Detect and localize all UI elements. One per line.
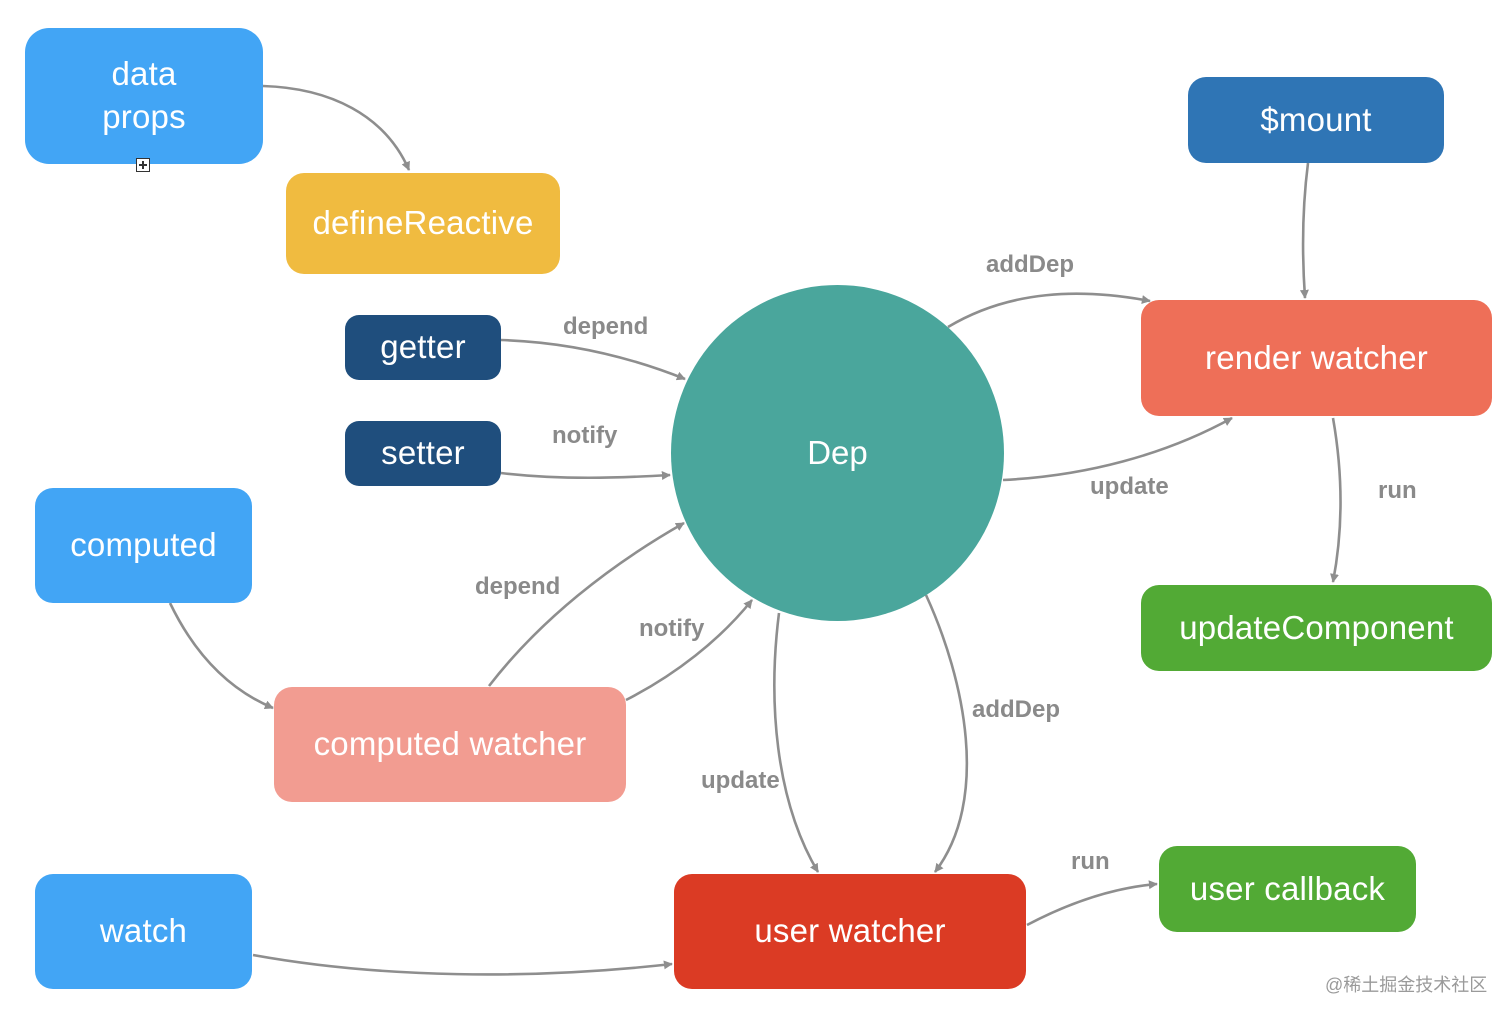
edge-render-watcher-to-updatecomponent (1330, 417, 1342, 583)
edge-label-computed-depend: depend (475, 573, 561, 600)
edge-label-dep-update-render: update (1090, 473, 1169, 500)
edge-mount-to-render-watcher (1299, 162, 1310, 299)
user-watcher-label: user watcher (754, 912, 946, 950)
define-reactive-label: defineReactive (312, 204, 534, 242)
user-watcher-node[interactable]: user watcher (674, 874, 1026, 989)
computed-label: computed (70, 526, 217, 564)
watch-node[interactable]: watch (35, 874, 252, 989)
edge-data-to-definereactive (262, 84, 411, 171)
computed-node[interactable]: computed (35, 488, 252, 603)
edge-user-watcher-to-user-callback (1026, 880, 1158, 927)
edge-dep-update-render-watcher (1002, 416, 1233, 482)
dep-label: Dep (807, 434, 868, 471)
edge-dep-to-render-watcher (947, 292, 1151, 329)
edge-label-setter-notify: notify (552, 422, 618, 449)
edge-label-user-adddep: addDep (972, 696, 1061, 723)
edge-label-dep-adddep-render: addDep (986, 251, 1075, 278)
edge-setter-to-dep (500, 470, 671, 480)
setter-label: setter (381, 434, 465, 472)
edge-getter-to-dep (500, 338, 686, 381)
edge-dep-update-user-watcher (773, 612, 820, 873)
user-callback-label: user callback (1189, 869, 1386, 907)
data-props-label: data props (102, 55, 186, 135)
edge-user-watcher-adddep-dep (924, 594, 969, 873)
watermark: @稀土掘金技术社区 (1325, 975, 1488, 995)
update-component-label: updateComponent (1179, 608, 1454, 646)
render-watcher-label: render watcher (1205, 338, 1428, 376)
mount-node[interactable]: $mount (1188, 77, 1444, 163)
getter-node[interactable]: getter (345, 315, 501, 380)
mount-label: $mount (1260, 100, 1372, 138)
edge-label-getter-depend: depend (563, 313, 649, 340)
edge-label-user-run: run (1071, 848, 1110, 875)
edge-computed-watcher-notify-dep (625, 599, 754, 702)
edge-label-render-run: run (1378, 477, 1417, 504)
data-props-node[interactable]: data props (25, 28, 263, 164)
update-component-node[interactable]: updateComponent (1141, 585, 1492, 671)
user-callback-node[interactable]: user callback (1159, 846, 1416, 932)
define-reactive-node[interactable]: defineReactive (286, 173, 560, 274)
edge-computed-to-computed-watcher (168, 602, 274, 710)
plus-square-icon[interactable] (136, 158, 150, 172)
computed-watcher-node[interactable]: computed watcher (274, 687, 626, 802)
watch-label: watch (99, 912, 188, 950)
edge-label-dep-update-user: update (701, 767, 780, 794)
render-watcher-node[interactable]: render watcher (1141, 300, 1492, 416)
edge-watch-to-user-watcher (252, 953, 673, 976)
edge-computed-watcher-depend-dep (487, 521, 685, 687)
setter-node[interactable]: setter (345, 421, 501, 486)
dep-node[interactable]: Dep (671, 285, 1004, 621)
edge-label-computed-notify: notify (639, 615, 705, 642)
getter-label: getter (380, 328, 466, 366)
computed-watcher-label: computed watcher (313, 725, 587, 763)
